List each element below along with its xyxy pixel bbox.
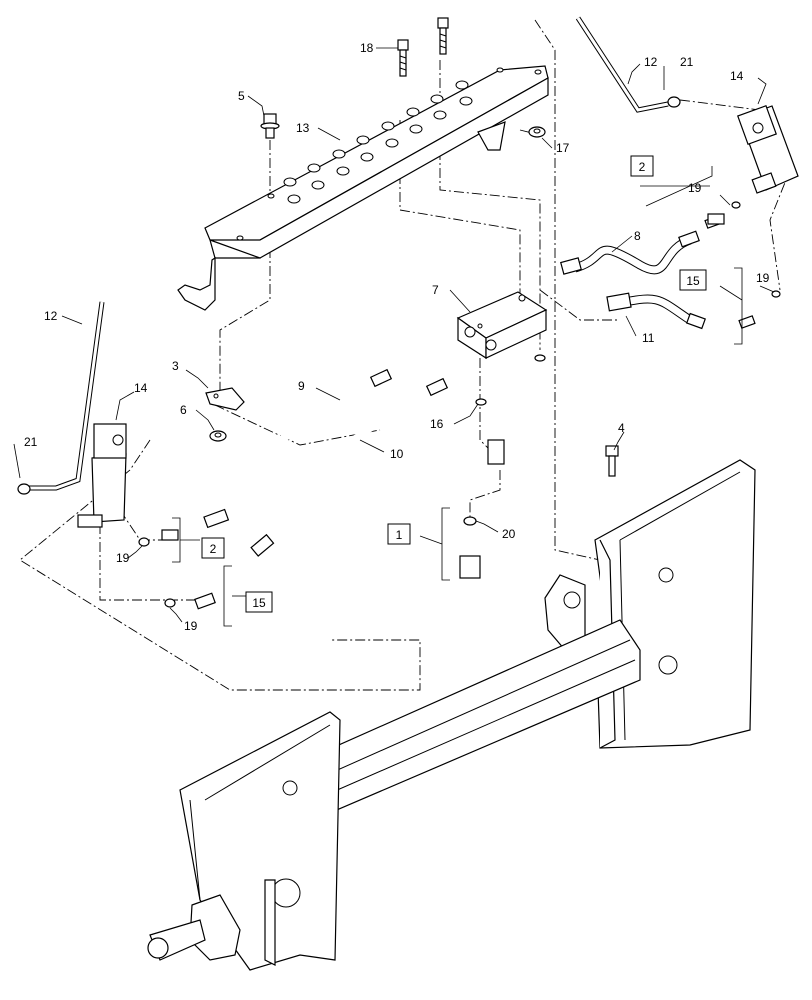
callout-c24: 19 [184, 619, 198, 633]
svg-text:15: 15 [252, 596, 266, 610]
boxed-callout-b1: 2 [630, 155, 654, 177]
callout-c20: 4 [618, 421, 625, 435]
svg-text:2: 2 [210, 542, 217, 556]
small-nut-right [534, 354, 546, 362]
callout-c3: 13 [296, 121, 310, 135]
manifold-block [456, 291, 548, 360]
callout-c19: 10 [390, 447, 404, 461]
fittings [138, 201, 781, 610]
callout-c17: 6 [180, 403, 187, 417]
callout-c12: 7 [432, 283, 439, 297]
cylinder-14-right [737, 105, 799, 194]
hose-9 [203, 368, 393, 529]
bolt-upper [437, 17, 449, 55]
leader-lines [13, 47, 775, 623]
callout-c16: 9 [298, 379, 305, 393]
boxed-callout-b2: 15 [679, 269, 707, 291]
boxed-callout-b3: 1 [387, 523, 411, 545]
svg-text:1: 1 [396, 528, 403, 542]
boxed-callout-b5: 15 [245, 591, 273, 613]
callout-c22: 20 [502, 527, 516, 541]
callout-c21: 21 [24, 435, 38, 449]
callout-labels: 18 5 13 17 12 21 14 19 8 19 11 7 12 14 3… [24, 41, 770, 633]
callout-c2: 5 [238, 89, 245, 103]
nut-6 [209, 430, 227, 442]
brackets [172, 166, 743, 627]
nut-17 [528, 126, 546, 138]
hose-11 [606, 292, 756, 330]
callout-c5: 12 [644, 55, 658, 69]
boxed-callouts: 2 15 1 2 15 [201, 155, 707, 613]
boxed-callout-b4: 2 [201, 537, 225, 559]
callout-c13: 12 [44, 309, 58, 323]
svg-text:15: 15 [686, 274, 700, 288]
hose-8 [560, 215, 722, 275]
step-plate [177, 65, 549, 311]
bolt-5 [260, 113, 280, 139]
callout-c7: 14 [730, 69, 744, 83]
main-frame [147, 459, 756, 971]
callout-c4: 17 [556, 141, 570, 155]
callout-c14: 14 [134, 381, 148, 395]
callout-c6: 21 [680, 55, 694, 69]
hose-10 [250, 377, 449, 557]
callout-c8: 19 [688, 181, 702, 195]
step-plate-holes [236, 67, 542, 241]
cylinder-14-left [77, 423, 127, 528]
callout-c15: 3 [172, 359, 179, 373]
callout-c23: 19 [116, 551, 130, 565]
callout-c10: 19 [756, 271, 770, 285]
callout-c9: 8 [634, 229, 641, 243]
small-nut-16 [475, 398, 487, 406]
rod-12-right [575, 16, 681, 113]
bolt-4 [605, 445, 619, 477]
callout-c1: 18 [360, 41, 374, 55]
callout-c18: 16 [430, 417, 444, 431]
svg-text:2: 2 [639, 160, 646, 174]
clamp-3 [205, 387, 245, 411]
callout-c11: 11 [642, 331, 655, 345]
rod-12-left [17, 301, 105, 495]
bolt-18 [397, 39, 409, 77]
